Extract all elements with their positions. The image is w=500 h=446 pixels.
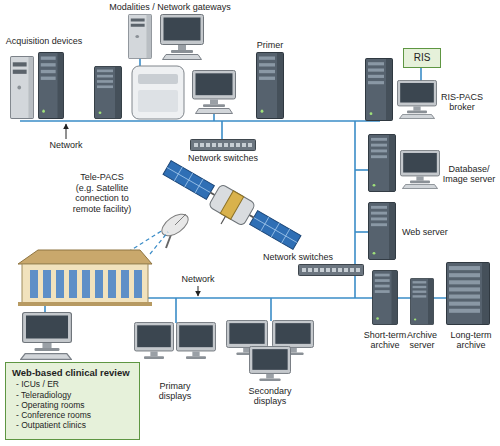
satellite-band bbox=[220, 191, 243, 220]
dish-feed bbox=[175, 214, 186, 225]
network-line bbox=[20, 120, 380, 122]
remote-building bbox=[18, 250, 152, 306]
building-window bbox=[43, 270, 51, 298]
system-name: RIS bbox=[404, 49, 440, 67]
monitor-icon bbox=[400, 150, 439, 183]
keyboard-icon bbox=[163, 55, 202, 60]
monitor-icon bbox=[397, 80, 436, 113]
monitor-icon bbox=[176, 322, 215, 359]
keyboard-icon bbox=[21, 354, 72, 360]
device-label: Primary displays bbox=[145, 381, 205, 402]
server-icon bbox=[38, 53, 63, 119]
device-label: Archive server bbox=[400, 330, 444, 351]
list-item: - Conference rooms bbox=[12, 410, 133, 420]
server-icon bbox=[410, 278, 433, 324]
monitor-icon bbox=[134, 322, 173, 359]
panel-arm bbox=[249, 215, 253, 218]
satellite-body bbox=[208, 184, 256, 227]
device-label: Network switches bbox=[178, 153, 268, 163]
keyboard-icon bbox=[402, 184, 437, 188]
solar-panel bbox=[250, 211, 301, 250]
storage-rack bbox=[447, 263, 490, 325]
note-box: Web-based clinical review- ICUs / ER- Te… bbox=[5, 362, 140, 440]
server-icon bbox=[257, 53, 284, 119]
device-label: Acquisition devices bbox=[0, 36, 88, 46]
list-item: - Outpatient clinics bbox=[12, 420, 133, 430]
server-icon bbox=[95, 66, 122, 118]
device-label: Network switches bbox=[256, 252, 340, 262]
link-label: Tele-PACS bbox=[62, 172, 142, 182]
wireless-link bbox=[128, 230, 163, 252]
building-window bbox=[69, 270, 77, 298]
building-window bbox=[108, 270, 116, 298]
building-roof bbox=[18, 250, 152, 264]
keyboard-icon bbox=[195, 109, 232, 114]
monitor-icon bbox=[249, 346, 290, 381]
link-note: (e.g. Satellite connection to remote fac… bbox=[62, 183, 142, 214]
device-label: Short-term archive bbox=[360, 330, 410, 351]
monitor-icon bbox=[193, 70, 236, 107]
note-heading: Web-based clinical review bbox=[12, 367, 133, 378]
pointer-arrow bbox=[198, 286, 199, 296]
satellite-dish bbox=[158, 210, 192, 248]
device-label: Secondary displays bbox=[238, 386, 302, 407]
list-item: - ICUs / ER bbox=[12, 379, 133, 389]
building-window bbox=[121, 270, 129, 298]
network-line bbox=[213, 114, 215, 121]
server-icon bbox=[366, 59, 393, 121]
device-label: Web server bbox=[402, 227, 464, 237]
satellite-antenna bbox=[221, 216, 226, 224]
satellite-icon bbox=[156, 156, 303, 261]
panel-arm bbox=[210, 193, 214, 196]
workstation-tower bbox=[128, 14, 151, 58]
dish-bowl bbox=[158, 210, 192, 240]
panel-grid bbox=[250, 211, 301, 250]
wireless-link bbox=[150, 232, 168, 254]
network-label: Network bbox=[46, 140, 86, 150]
network-line bbox=[175, 298, 177, 323]
building-window bbox=[30, 270, 38, 298]
building-facade bbox=[22, 264, 148, 304]
list-item: - Operating rooms bbox=[12, 400, 133, 410]
device-label: Long-term archive bbox=[446, 330, 496, 351]
monitor-icon bbox=[161, 15, 204, 54]
device-label: Modalities / Network gateways bbox=[95, 2, 245, 12]
network-switch bbox=[191, 140, 256, 151]
solar-panel bbox=[163, 161, 214, 200]
panel-grid bbox=[163, 161, 214, 200]
device-label: Database/ Image server bbox=[440, 164, 498, 185]
building-window bbox=[95, 270, 103, 298]
network-line bbox=[355, 169, 369, 171]
device-label: RIS-PACS broker bbox=[438, 92, 486, 113]
workstation-tower bbox=[10, 57, 33, 119]
pointer-arrow bbox=[66, 124, 67, 139]
network-label: Network bbox=[176, 274, 220, 284]
network-line bbox=[221, 121, 223, 140]
building-base bbox=[18, 302, 152, 306]
network-line bbox=[355, 231, 369, 233]
network-wires bbox=[20, 58, 472, 323]
keyboard-icon bbox=[399, 114, 434, 118]
server-icon bbox=[372, 270, 397, 324]
building-window bbox=[82, 270, 90, 298]
device-label: Primer bbox=[250, 40, 290, 50]
network-switch bbox=[299, 265, 364, 276]
building-window bbox=[56, 270, 64, 298]
building-window bbox=[134, 270, 142, 298]
network-line bbox=[420, 68, 422, 81]
gateway-device bbox=[132, 66, 184, 119]
network-line bbox=[139, 58, 141, 66]
system-box: RIS bbox=[403, 48, 441, 68]
server-icon bbox=[369, 202, 396, 259]
list-item: - Teleradiology bbox=[12, 390, 133, 400]
gateway-panel bbox=[138, 90, 178, 112]
server-icon bbox=[369, 134, 396, 191]
gateway-panel bbox=[138, 74, 178, 84]
monitor-icon bbox=[23, 313, 72, 352]
network-line bbox=[270, 298, 272, 321]
